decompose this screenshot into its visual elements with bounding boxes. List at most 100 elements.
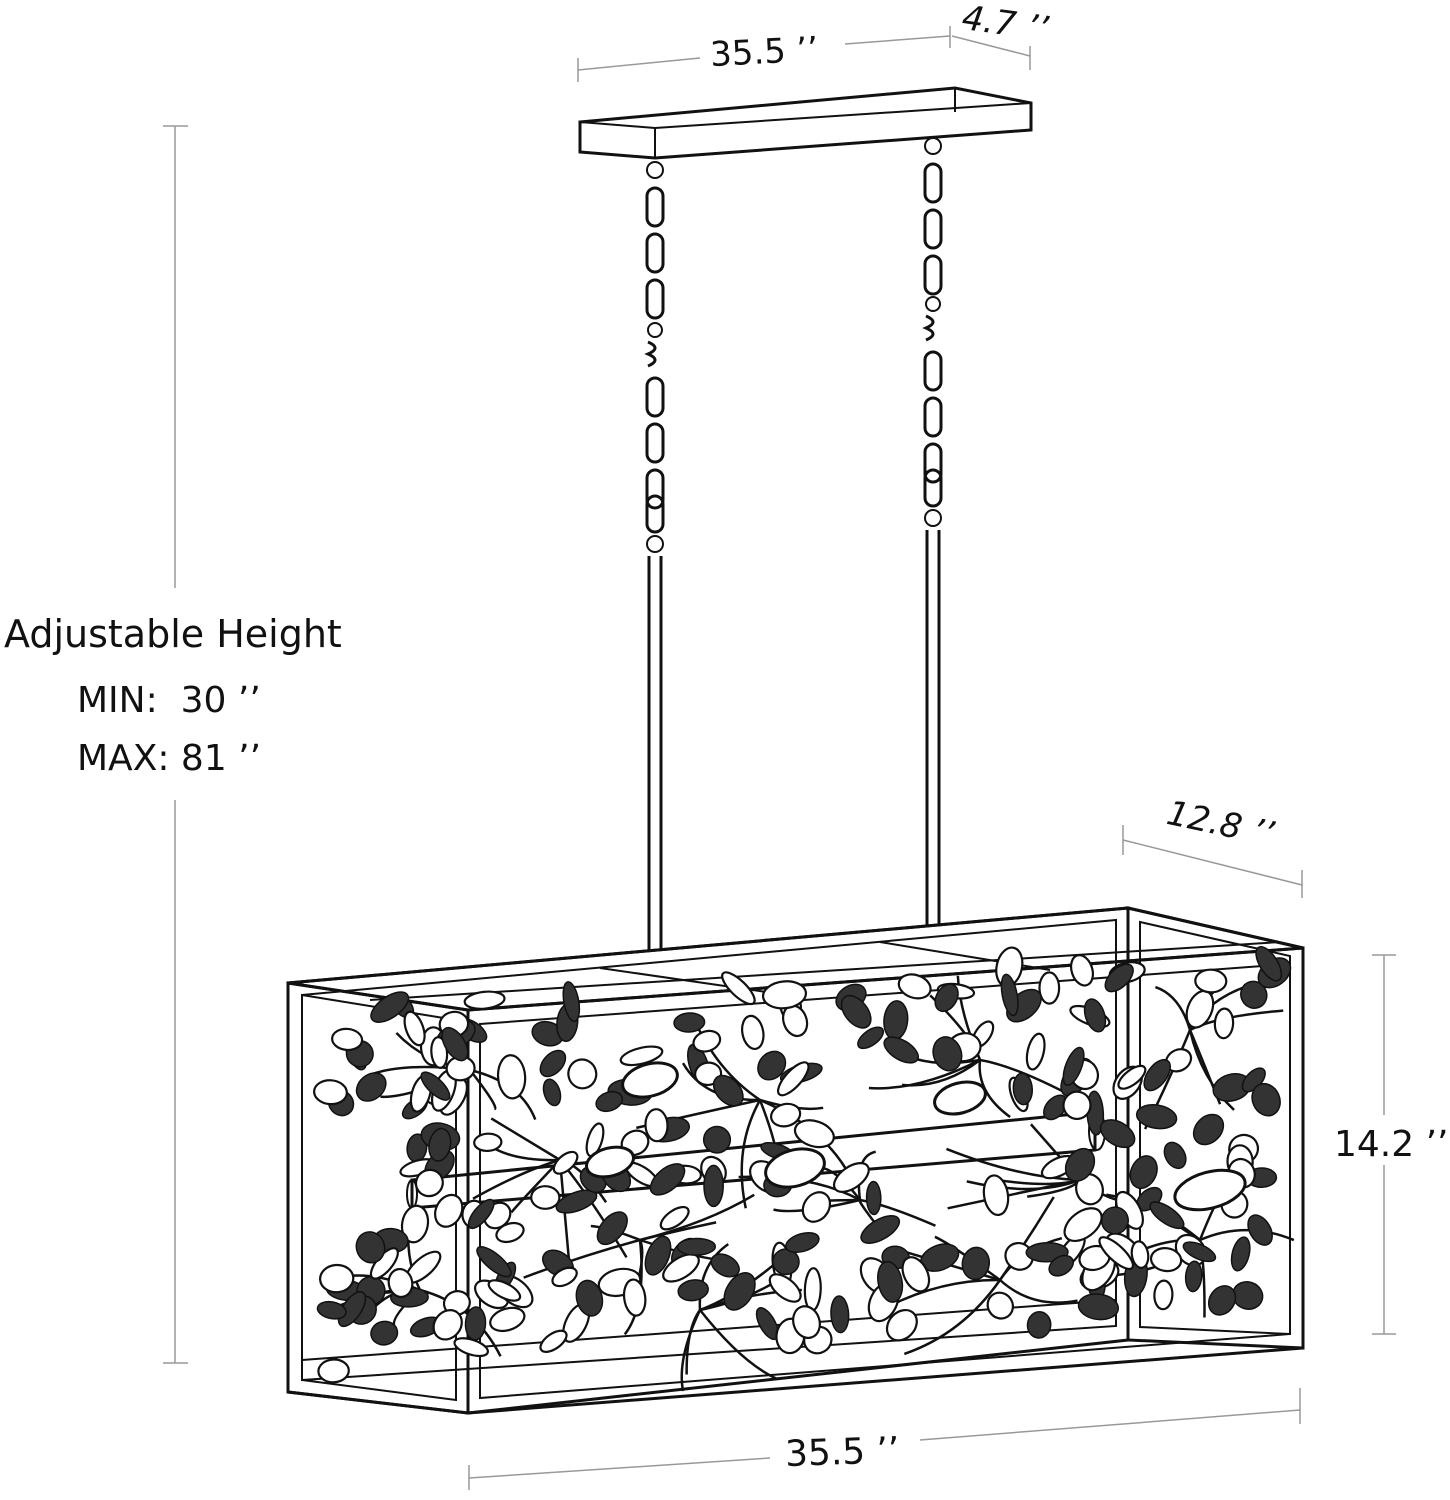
crystal-leaf: [551, 1266, 578, 1288]
crystal-leaf: [1182, 1241, 1217, 1263]
body-length-label: 35.5 ’’: [784, 1430, 900, 1475]
crystal-leaf: [801, 1191, 832, 1223]
adjustable-height-title: Adjustable Height: [4, 612, 342, 656]
crystal-leaf: [777, 1061, 810, 1097]
crystal-leaf: [644, 1235, 672, 1276]
crystal-leaf: [840, 994, 872, 1029]
crystal-leaf: [414, 1168, 444, 1198]
crystal-leaf: [331, 1027, 364, 1052]
crystal-leaf: [857, 1026, 885, 1050]
crystal-leaf: [901, 1256, 931, 1293]
crystal-leaf: [434, 1193, 464, 1228]
crystal-leaf: [1077, 1293, 1120, 1321]
branch-stem: [472, 1158, 561, 1200]
crystal-leaf: [662, 1253, 700, 1283]
crystal-leaf: [883, 1036, 919, 1064]
crystal-leaf: [982, 1174, 1010, 1217]
ceiling-canopy: [578, 86, 1033, 160]
crystal-leaf: [432, 1309, 463, 1341]
branch-stem: [903, 1279, 1002, 1356]
crystal-leaf: [793, 1119, 835, 1149]
crystal-leaf: [1192, 1113, 1225, 1146]
crystal-leaf: [1251, 1082, 1281, 1117]
body-length-line-right: [919, 1409, 1301, 1441]
crystal-leaf: [467, 1198, 495, 1230]
crystal-leaf: [370, 991, 410, 1023]
crystal-leaf: [676, 1237, 717, 1256]
crystal-leaf: [710, 1253, 740, 1278]
crystal-leaf: [1098, 1236, 1135, 1271]
branch-stem: [698, 1243, 729, 1311]
crystal-leaf: [1069, 954, 1095, 987]
branch-stem: [945, 1147, 1081, 1182]
crystal-leaf: [539, 1049, 567, 1078]
branch-stem: [859, 1198, 936, 1227]
crystal-leaf: [723, 1272, 756, 1311]
crystal-leaf: [552, 1150, 579, 1175]
branch-stem: [681, 1062, 761, 1102]
crystal-leaf: [473, 1132, 503, 1153]
crystal-leaf: [1117, 1064, 1147, 1090]
crystal-leaf: [986, 1291, 1015, 1320]
crystal-leaf: [830, 1295, 850, 1334]
crystal-leaf: [400, 1204, 430, 1244]
crystal-leaf: [316, 1300, 347, 1320]
crystal-leaf: [1207, 1285, 1237, 1316]
crystal-leaf: [313, 1079, 348, 1106]
crystal-leaf: [355, 1072, 387, 1102]
crystal-leaf: [1062, 1090, 1092, 1120]
crystal-leaf: [317, 1358, 350, 1384]
crystal-leaf: [1026, 1311, 1052, 1339]
crystal-leaf: [865, 1180, 882, 1216]
branch-stem: [639, 1193, 755, 1242]
crystal-leaf: [897, 973, 932, 1000]
crystal-leaf: [441, 1026, 469, 1062]
crystal-leaf: [677, 1279, 709, 1302]
crystal-leaf: [703, 1164, 724, 1208]
crystal-leaf: [1184, 1260, 1203, 1293]
left-chain: [644, 161, 665, 950]
crystal-leaf: [1149, 1247, 1183, 1273]
crystal-leaf: [355, 1231, 386, 1264]
canopy-length-line-right: [844, 35, 951, 45]
crystal-leaf: [721, 971, 756, 1006]
crystal-leaf: [595, 1090, 624, 1113]
light-bulb: [585, 1145, 635, 1179]
crystal-leaf: [370, 1320, 399, 1346]
crystal-leaf: [530, 1185, 561, 1210]
crystal-leaf: [489, 1306, 526, 1333]
body-height-label: 14.2 ’’: [1334, 1124, 1449, 1165]
crystal-leaf: [1104, 963, 1134, 993]
crystal-leaf: [1063, 1207, 1103, 1243]
crystal-leaf: [1255, 946, 1283, 982]
crystal-leaf: [1143, 1058, 1171, 1092]
crystal-leaf: [337, 1291, 367, 1328]
crystal-leaf: [768, 1273, 802, 1303]
crystal-leaf: [741, 1014, 765, 1051]
branch-stem: [1188, 1029, 1235, 1111]
crystal-leaf: [453, 1337, 490, 1358]
crystal-leaf: [1000, 973, 1019, 1017]
canopy-width-label: 4.7 ’’: [959, 0, 1051, 50]
crystal-leaf: [555, 1189, 598, 1214]
crystal-leaf: [319, 1263, 355, 1294]
branch-stem: [680, 1309, 702, 1392]
crystal-leaf: [649, 1163, 686, 1196]
crystal-leaf: [1129, 1155, 1158, 1190]
crystal-leaf: [644, 1108, 669, 1143]
crystal-leaf: [476, 1246, 512, 1278]
light-bulb: [933, 1080, 987, 1116]
crystal-leaf: [1213, 1007, 1235, 1040]
depth-line: [1122, 839, 1303, 886]
branch-stem: [469, 1069, 497, 1111]
crystal-leaf: [712, 1074, 744, 1107]
crystal-leaf: [1149, 1201, 1185, 1230]
crystal-leaf: [567, 1058, 598, 1090]
canopy-length-line-left: [577, 57, 701, 71]
crystal-leaf: [575, 1279, 604, 1317]
crystal-leaf: [495, 1221, 525, 1244]
crystal-leaf: [1130, 1240, 1150, 1269]
crystal-leaf: [1163, 1141, 1187, 1170]
branch-stem: [510, 1159, 561, 1214]
